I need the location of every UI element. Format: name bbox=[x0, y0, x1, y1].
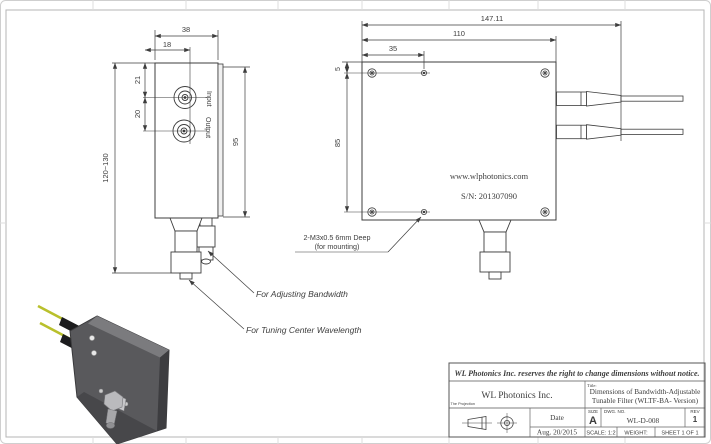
dim-top-body-length: 110 bbox=[453, 29, 465, 38]
front-bandwidth-knob bbox=[196, 217, 216, 265]
top-wavelength-knob bbox=[478, 219, 512, 280]
scale-text: SCALE: 1:2 bbox=[586, 431, 615, 437]
size-value: A bbox=[589, 415, 597, 427]
dim-top-hole-offset: 35 bbox=[389, 44, 397, 53]
dim-top-length-total: 147.11 bbox=[481, 14, 503, 23]
dim-front-body-height: 95 bbox=[231, 138, 240, 146]
device-photo bbox=[37, 304, 170, 444]
dwg-label: DWG. NO. bbox=[604, 409, 626, 414]
device-bottom-face bbox=[77, 392, 157, 444]
top-view-texts: 147.11 110 35 5 85 www.wlphotonics.com S… bbox=[303, 14, 528, 251]
weight-text: WEIGHT: bbox=[624, 431, 648, 437]
rev-value: 1 bbox=[693, 415, 698, 424]
photo-knob bbox=[103, 390, 127, 429]
front-dimensions bbox=[112, 30, 250, 274]
device-side-face bbox=[157, 350, 169, 431]
title-label: Title: bbox=[587, 383, 597, 388]
projection-label: The Projection bbox=[451, 402, 475, 406]
website-text: www.wlphotonics.com bbox=[450, 171, 529, 181]
callouts: For Adjusting Bandwidth For Tuning Cente… bbox=[188, 250, 362, 335]
mounting-note-line1: 2-M3x0.5 6mm Deep bbox=[303, 233, 370, 242]
dwg-number: WL-D-008 bbox=[627, 416, 660, 425]
front-view-texts: 38 18 21 20 120~130 95 Input Output bbox=[101, 25, 240, 183]
callout-wavelength: For Tuning Center Wavelength bbox=[246, 325, 362, 335]
front-view bbox=[112, 30, 250, 280]
mounting-note-line2: (for mounting) bbox=[315, 242, 360, 251]
rev-label: REV bbox=[690, 409, 699, 414]
dim-front-width: 38 bbox=[182, 25, 190, 34]
sheet-text: SHEET 1 OF 1 bbox=[661, 431, 698, 437]
company-name: WL Photonics Inc. bbox=[481, 391, 552, 401]
top-dimensions bbox=[295, 21, 622, 253]
dim-front-height-range: 120~130 bbox=[101, 153, 110, 182]
drawing-title-line1: Dimensions of Bandwidth-Adjustable bbox=[590, 387, 701, 396]
dim-front-port-x: 18 bbox=[163, 40, 171, 49]
dim-front-port1-offset: 21 bbox=[133, 76, 142, 84]
front-wavelength-knob bbox=[169, 217, 203, 280]
size-label: SIZE bbox=[588, 409, 598, 414]
date-label: Date bbox=[550, 413, 564, 422]
device-top-face bbox=[88, 316, 169, 358]
dim-front-port-spacing: 20 bbox=[133, 110, 142, 118]
serial-number: S/N: 201307090 bbox=[461, 191, 517, 201]
callout-bandwidth: For Adjusting Bandwidth bbox=[256, 289, 348, 299]
date-value: Aug. 20/2015 bbox=[537, 428, 577, 437]
drawing-title-line2: Tunable Filter (WLTF-BA- Version) bbox=[592, 396, 699, 405]
title-block: WL Photonics Inc. reserves the right to … bbox=[448, 362, 706, 438]
dim-top-hole-edge: 5 bbox=[335, 67, 342, 71]
label-input: Input bbox=[205, 91, 212, 107]
label-output: Output bbox=[204, 117, 211, 138]
dim-top-hole-spacing: 85 bbox=[333, 139, 342, 147]
top-view bbox=[295, 21, 684, 280]
disclaimer-text: WL Photonics Inc. reserves the right to … bbox=[454, 369, 699, 378]
fiber-pigtails bbox=[556, 91, 684, 140]
third-angle-projection-icon bbox=[462, 413, 517, 433]
